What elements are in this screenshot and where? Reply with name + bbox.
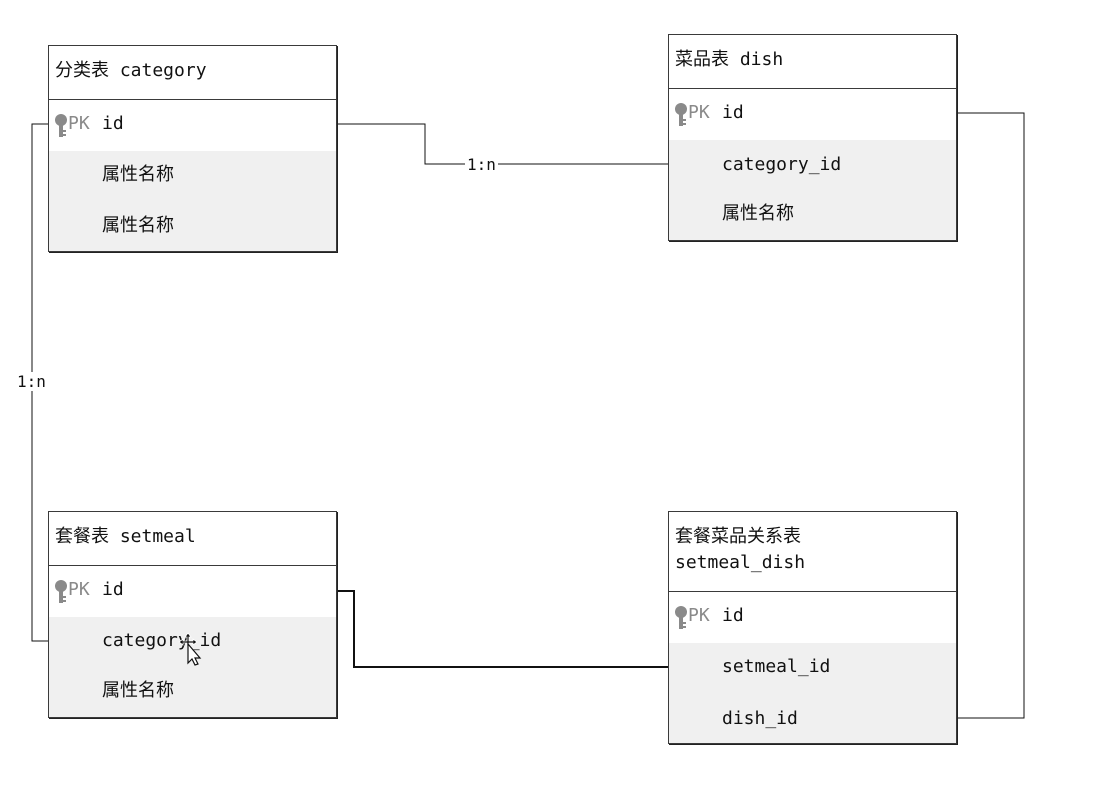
entity-title: 菜品表 dish (669, 35, 956, 89)
attribute-list: setmeal_id dish_id (669, 643, 956, 743)
pk-label: PK (68, 113, 90, 134)
pk-row[interactable]: PK id (49, 566, 336, 618)
pk-row[interactable]: PK id (669, 89, 956, 141)
attribute-list: category_id 属性名称 (49, 617, 336, 717)
attribute: category_id (722, 154, 842, 175)
pk-label: PK (688, 605, 710, 626)
move-cursor-icon (178, 632, 202, 666)
relationship-label-category-setmeal: 1:n (15, 372, 48, 391)
relationship-label-category-dish: 1:n (465, 155, 498, 174)
entity-category[interactable]: 分类表 category PK id 属性名称 属性名称 (48, 45, 337, 252)
key-icon (675, 606, 687, 629)
entity-title: 套餐表 setmeal (49, 512, 336, 566)
key-icon (675, 103, 687, 126)
attribute: dish_id (722, 708, 798, 729)
pk-column: id (722, 605, 744, 626)
connector-setmeal-setmeal-dish (337, 590, 668, 668)
attribute: category_id (102, 630, 222, 651)
pk-row[interactable]: PK id (669, 592, 956, 644)
connector-dish-setmeal-dish (957, 112, 1025, 719)
entity-dish[interactable]: 菜品表 dish PK id category_id 属性名称 (668, 34, 957, 241)
key-icon (55, 114, 67, 137)
attribute: 属性名称 (102, 680, 174, 701)
connector-category-dish (337, 123, 668, 165)
attribute-list: category_id 属性名称 (669, 140, 956, 240)
attribute: 属性名称 (102, 215, 174, 236)
pk-label: PK (688, 102, 710, 123)
entity-title: 套餐菜品关系表 setmeal_dish (669, 512, 956, 592)
entity-setmeal[interactable]: 套餐表 setmeal PK id category_id 属性名称 (48, 511, 337, 718)
attribute: 属性名称 (102, 164, 174, 185)
pk-row[interactable]: PK id (49, 100, 336, 152)
attribute: 属性名称 (722, 203, 794, 224)
pk-column: id (102, 579, 124, 600)
pk-column: id (722, 102, 744, 123)
entity-title: 分类表 category (49, 46, 336, 100)
pk-label: PK (68, 579, 90, 600)
attribute-list: 属性名称 属性名称 (49, 151, 336, 251)
pk-column: id (102, 113, 124, 134)
attribute: setmeal_id (722, 656, 831, 677)
entity-setmeal-dish[interactable]: 套餐菜品关系表 setmeal_dish PK id setmeal_id di… (668, 511, 957, 744)
key-icon (55, 580, 67, 603)
